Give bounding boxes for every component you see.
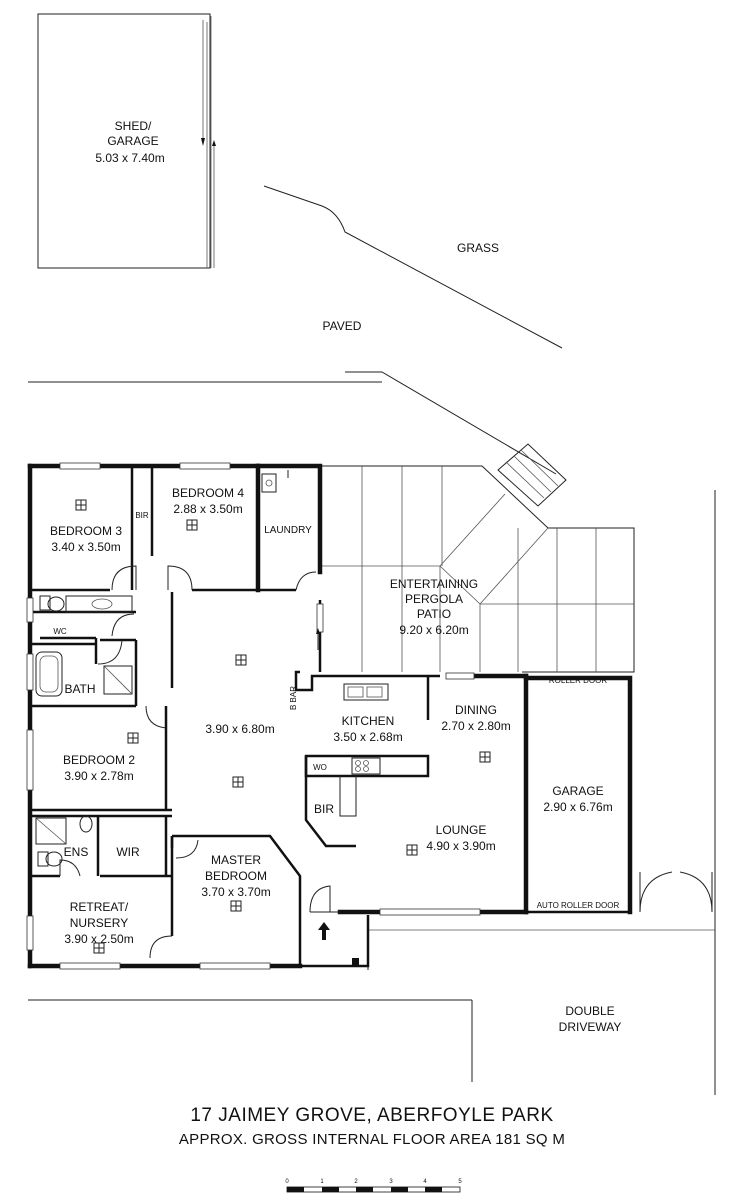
light-icon [235,654,247,666]
laundry-label: LAUNDRY [264,525,312,536]
wir-label: WIR [116,845,140,859]
hall-size: 3.90 x 6.80m [205,722,274,736]
bedroom4-name: BEDROOM 4 [172,486,244,500]
driveway-label-line2: DRIVEWAY [559,1020,622,1034]
bedroom3-name: BEDROOM 3 [50,524,122,538]
bath-label: BATH [64,682,95,696]
light-icon [406,844,418,856]
dining-name: DINING [455,703,497,717]
scale-tick-1: 1 [320,1179,324,1185]
bir-kitchen-label: BIR [314,802,334,816]
bedroom2-name: BEDROOM 2 [63,753,135,767]
pergola-label-line2: PERGOLA [405,592,463,606]
bir-top-label: BIR [135,511,149,520]
property-address: 17 JAIMEY GROVE, ABERFOYLE PARK [190,1105,553,1126]
grass-label: GRASS [457,241,499,255]
house-walls [27,463,633,969]
bedroom3-size: 3.40 x 3.50m [51,540,120,554]
master-label-line1: MASTER [211,853,261,867]
light-fittings [75,499,491,954]
lounge-size: 4.90 x 3.90m [426,839,495,853]
roller-door-label: ROLLER DOOR [549,676,607,685]
retreat-size: 3.90 x 2.50m [64,932,133,946]
kitchen-name: KITCHEN [342,714,395,728]
b-bar-label: B BAR [289,686,298,710]
shed-size: 5.03 x 7.40m [95,151,164,165]
scale-tick-4: 4 [423,1179,427,1185]
master-label-line2: BEDROOM [205,869,267,883]
shed-garage: SHED/ GARAGE 5.03 x 7.40m [37,13,216,269]
light-icon [93,942,105,954]
wo-label: WO [313,763,327,772]
shed-label-line2: GARAGE [107,134,158,148]
garage-size: 2.90 x 6.76m [543,800,612,814]
garage-name: GARAGE [552,784,603,798]
master-size: 3.70 x 3.70m [201,885,270,899]
wc-label: WC [53,627,67,636]
pergola-grid [322,443,635,673]
dining-size: 2.70 x 2.80m [441,719,510,733]
scale-bar: 0 1 2 3 4 5 [285,1179,462,1193]
shed-label-line1: SHED/ [115,119,152,133]
pergola-label-line1: ENTERTAINING [390,577,478,591]
light-icon [232,776,244,788]
retreat-label-line2: NURSERY [70,916,128,930]
scale-tick-0: 0 [285,1179,289,1185]
pergola-size: 9.20 x 6.20m [399,623,468,637]
scale-tick-2: 2 [354,1179,358,1185]
bedroom2-size: 3.90 x 2.78m [64,769,133,783]
fixtures [35,473,389,965]
floor-area-line: APPROX. GROSS INTERNAL FLOOR AREA 181 SQ… [179,1131,565,1148]
light-icon [479,751,491,763]
scale-tick-3: 3 [389,1179,393,1185]
light-icon [230,900,242,912]
driveway-label-line1: DOUBLE [565,1004,614,1018]
light-icon [186,519,198,531]
pergola-label-line3: PATIO [417,607,451,621]
auto-roller-door-label: AUTO ROLLER DOOR [537,901,620,910]
retreat-label-line1: RETREAT/ [70,900,129,914]
door-swings [59,470,713,959]
light-icon [127,732,139,744]
scale-tick-5: 5 [458,1179,462,1185]
bedroom4-size: 2.88 x 3.50m [173,502,242,516]
lounge-name: LOUNGE [436,823,487,837]
ens-label: ENS [64,845,89,859]
light-icon [75,499,87,511]
kitchen-size: 3.50 x 2.68m [333,730,402,744]
paved-label: PAVED [323,319,362,333]
windows [26,462,481,970]
